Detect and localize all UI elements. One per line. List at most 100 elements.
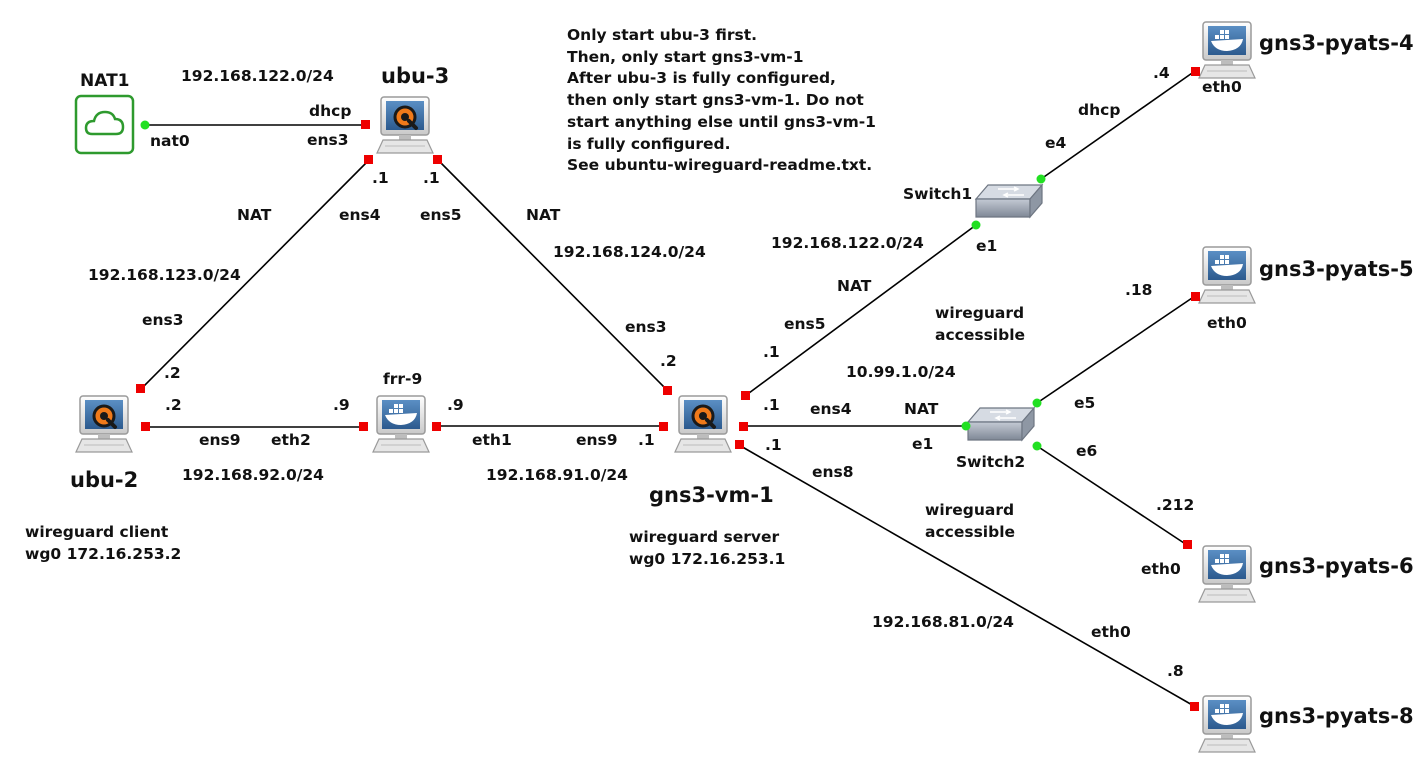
port-nat1-nat0[interactable] xyxy=(140,120,150,130)
label-dot2-ubu2-up: .2 xyxy=(164,364,181,382)
switch-icon xyxy=(975,184,1043,218)
label-e5-sw2: e5 xyxy=(1074,394,1096,412)
port-sw1-e1[interactable] xyxy=(971,220,981,230)
port-pyats8-eth0[interactable] xyxy=(1190,702,1199,711)
port-ubu3-ens4[interactable] xyxy=(364,155,373,164)
pyats6-title: gns3-pyats-6 xyxy=(1259,554,1414,578)
link-switch2-pyats5[interactable] xyxy=(1036,295,1196,404)
label-e6-sw2: e6 xyxy=(1076,442,1098,460)
pyats4-title: gns3-pyats-4 xyxy=(1259,31,1414,55)
pyats8-title: gns3-pyats-8 xyxy=(1259,704,1414,728)
label-net-124: 192.168.124.0/24 xyxy=(553,243,706,261)
link-switch2-pyats6[interactable] xyxy=(1036,445,1188,546)
link-ubu3-ubu2[interactable] xyxy=(140,159,370,390)
label-nat-mid: NAT xyxy=(526,206,561,224)
port-sw2-e6[interactable] xyxy=(1032,441,1042,451)
ubu2-desc-line2: wg0 172.16.253.2 xyxy=(25,545,182,563)
port-frr9-eth2[interactable] xyxy=(359,422,368,431)
label-dot2-vm: .2 xyxy=(660,352,677,370)
pyats6-node[interactable] xyxy=(1198,545,1256,603)
switch1-title: Switch1 xyxy=(903,185,973,203)
label-ens4-vm: ens4 xyxy=(810,400,852,418)
port-frr9-eth1[interactable] xyxy=(432,422,441,431)
label-eth0-pyats8: eth0 xyxy=(1091,623,1131,641)
label-wg-access-1a: wireguard xyxy=(935,304,1025,322)
label-wg-access-2b: accessible xyxy=(925,523,1016,541)
label-eth0-pyats4: eth0 xyxy=(1202,78,1242,96)
label-net-123: 192.168.123.0/24 xyxy=(88,266,241,284)
port-pyats6-eth0[interactable] xyxy=(1183,540,1192,549)
port-vm-ens9[interactable] xyxy=(659,422,668,431)
label-eth0-pyats6: eth0 xyxy=(1141,560,1181,578)
switch-icon xyxy=(967,407,1035,441)
label-dhcp-pyats4: dhcp xyxy=(1078,101,1121,119)
label-dot1-vm-ens4: .1 xyxy=(763,396,780,414)
port-sw1-e4[interactable] xyxy=(1036,174,1046,184)
ubu3-title: ubu-3 xyxy=(381,64,450,88)
label-dot8: .8 xyxy=(1167,662,1184,680)
port-sw2-e5[interactable] xyxy=(1032,398,1042,408)
label-dot1-ubu3-right: .1 xyxy=(423,169,440,187)
port-vm-ens3[interactable] xyxy=(663,386,672,395)
qemu-icon xyxy=(92,404,117,429)
label-wg-access-1b: accessible xyxy=(935,326,1026,344)
label-dot1-vm-ens5: .1 xyxy=(763,343,780,361)
port-vm-ens8[interactable] xyxy=(735,440,744,449)
nat1-node[interactable] xyxy=(74,94,135,155)
frr9-node[interactable] xyxy=(372,395,430,453)
link-ubu3-gns3vm1[interactable] xyxy=(437,159,669,392)
link-gns3vm1-pyats8[interactable] xyxy=(738,444,1195,707)
pyats4-node[interactable] xyxy=(1198,21,1256,79)
port-pyats5-eth0[interactable] xyxy=(1191,292,1200,301)
label-dot1-vm-ens8: .1 xyxy=(765,436,782,454)
label-net-81: 192.168.81.0/24 xyxy=(872,613,1014,631)
label-dot4-pyats4: .4 xyxy=(1153,64,1170,82)
startup-note: Only start ubu-3 first. Then, only start… xyxy=(567,26,876,175)
ubu2-node[interactable] xyxy=(75,395,133,453)
label-dot1-ubu3-left: .1 xyxy=(372,169,389,187)
gns3vm1-node[interactable] xyxy=(674,395,732,453)
qemu-icon xyxy=(691,404,716,429)
label-ens8-vm: ens8 xyxy=(812,463,854,481)
label-ens5-ubu3: ens5 xyxy=(420,206,462,224)
link-switch1-pyats4[interactable] xyxy=(1040,70,1196,180)
link-gns3vm1-switch1[interactable] xyxy=(744,224,977,397)
port-ubu3-ens5[interactable] xyxy=(433,155,442,164)
port-ubu2-ens9[interactable] xyxy=(141,422,150,431)
port-ubu2-ens3[interactable] xyxy=(136,384,145,393)
qemu-icon xyxy=(393,105,418,130)
switch2-title: Switch2 xyxy=(956,453,1026,471)
pyats5-title: gns3-pyats-5 xyxy=(1259,257,1414,281)
label-dot2-ubu2: .2 xyxy=(165,396,182,414)
switch2-node[interactable] xyxy=(967,407,1035,441)
port-sw2-e1[interactable] xyxy=(961,421,971,431)
label-ens3-ubu2: ens3 xyxy=(142,311,184,329)
label-net-122-vm: 192.168.122.0/24 xyxy=(771,234,924,252)
ports xyxy=(136,67,1200,711)
port-vm-ens5[interactable] xyxy=(741,391,750,400)
label-wg-access-2a: wireguard xyxy=(925,501,1015,519)
port-vm-ens4[interactable] xyxy=(739,422,748,431)
port-ubu3-ens3[interactable] xyxy=(361,120,370,129)
label-dot212: .212 xyxy=(1156,496,1195,514)
label-dot9-frr-right: .9 xyxy=(447,396,464,414)
nat1-title: NAT1 xyxy=(80,71,130,91)
label-e1-sw2: e1 xyxy=(912,435,934,453)
label-ens4-ubu3: ens4 xyxy=(339,206,381,224)
ubu3-node[interactable] xyxy=(376,96,434,154)
label-net-122-top: 192.168.122.0/24 xyxy=(181,67,334,85)
pyats5-node[interactable] xyxy=(1198,246,1256,304)
port-pyats4-eth0[interactable] xyxy=(1191,67,1200,76)
label-ens9-vm: ens9 xyxy=(576,431,618,449)
label-e4-sw1: e4 xyxy=(1045,134,1067,152)
label-dot9-frr-left: .9 xyxy=(333,396,350,414)
label-eth1-frr: eth1 xyxy=(472,431,512,449)
label-e1-sw1: e1 xyxy=(976,237,998,255)
cloud-icon xyxy=(84,110,125,136)
gns3vm1-desc-line2: wg0 172.16.253.1 xyxy=(629,550,786,568)
pyats8-node[interactable] xyxy=(1198,695,1256,753)
label-ens3-vm: ens3 xyxy=(625,318,667,336)
switch1-node[interactable] xyxy=(975,184,1043,218)
label-nat-left: NAT xyxy=(237,206,272,224)
label-ens9-ubu2: ens9 xyxy=(199,431,241,449)
